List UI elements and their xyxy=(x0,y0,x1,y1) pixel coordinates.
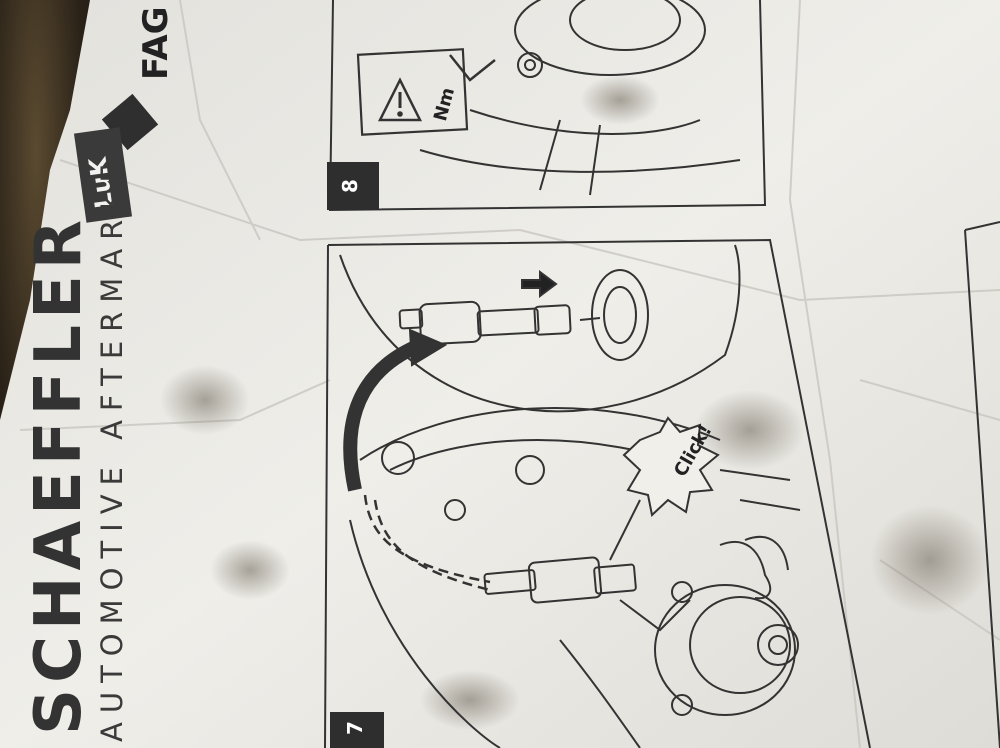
step-8-badge: 8 xyxy=(327,162,379,210)
step-8-number: 8 xyxy=(337,179,362,193)
panel-step-7 xyxy=(324,238,871,748)
panel-step-8 xyxy=(328,0,767,212)
company-name: SCHAEFFLER xyxy=(22,213,96,735)
dirt-stains xyxy=(160,75,990,730)
fag-logo-text: FAG xyxy=(136,6,176,80)
division-name: AUTOMOTIVE AFTERMARKET xyxy=(95,128,129,742)
step-7-badge: 7 xyxy=(330,712,384,748)
panel-next xyxy=(964,221,1000,748)
step-7-number: 7 xyxy=(342,721,367,735)
